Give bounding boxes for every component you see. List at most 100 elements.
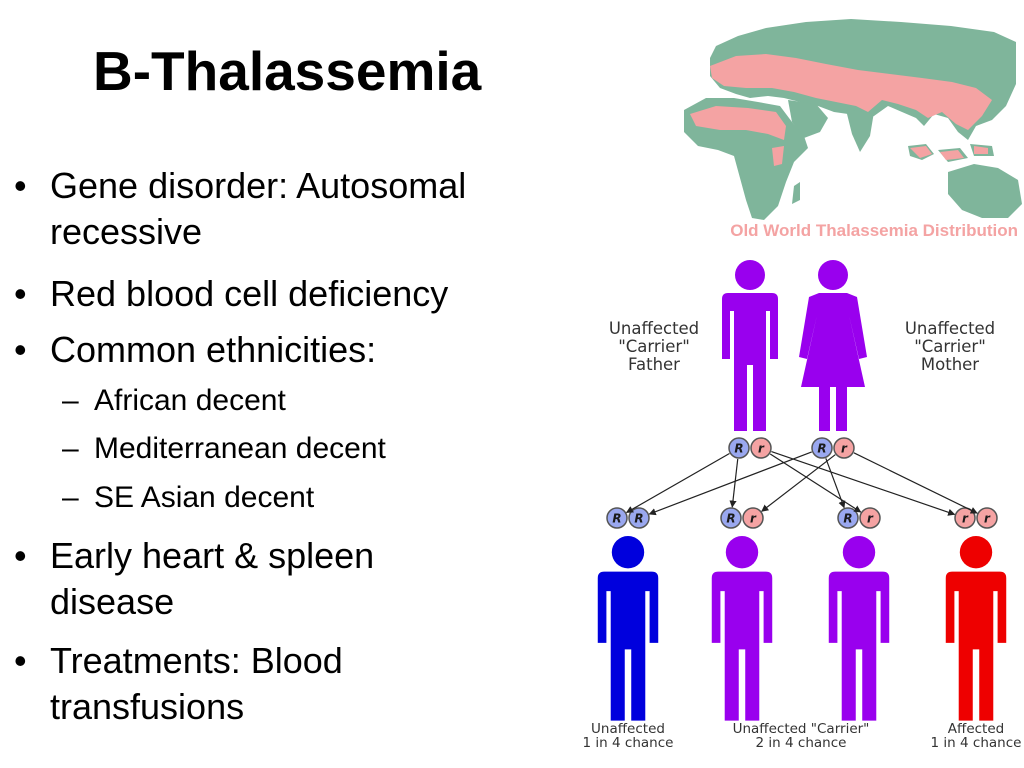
- person-body: [799, 293, 867, 431]
- bullet-text: SE Asian decent: [94, 481, 315, 514]
- person-head: [611, 536, 645, 569]
- bullet-text: African decent: [94, 384, 286, 417]
- bullet-item: • Common ethnicities:: [14, 327, 377, 373]
- outcome-caption: Affected: [948, 721, 1004, 737]
- person-body: [828, 571, 890, 721]
- arabia-landmass: [788, 100, 828, 138]
- inheritance-arrow: [761, 454, 836, 512]
- allele-label: R: [734, 442, 743, 456]
- allele-label: r: [867, 512, 874, 526]
- bullet-text: recessive: [50, 211, 203, 252]
- mother-caption: Unaffected: [905, 319, 995, 338]
- bullet-text: transfusions: [50, 686, 245, 727]
- sub-bullet-item: –SE Asian decent: [62, 479, 315, 517]
- allele-circle-r: [833, 437, 855, 459]
- parent-figure-father: [722, 260, 778, 431]
- allele-circle-r: [750, 437, 772, 459]
- bullet-text: Mediterranean decent: [94, 432, 386, 465]
- outcome-caption: Unaffected: [591, 721, 665, 737]
- madagascar-landmass: [792, 182, 800, 204]
- bullet-marker: •: [14, 165, 27, 206]
- inheritance-arrow: [853, 452, 978, 514]
- allele-circle-r: [976, 507, 998, 529]
- allele-label: r: [750, 512, 757, 526]
- bullet-item: • Early heart & spleen disease: [14, 533, 375, 625]
- allele-circle-R: [628, 507, 650, 529]
- bullet-item: • Red blood cell deficiency: [14, 271, 449, 317]
- person-head: [735, 260, 765, 290]
- bullet-marker: •: [14, 535, 27, 576]
- allele-circle-r: [859, 507, 881, 529]
- child-figure: [711, 536, 773, 721]
- person-head: [842, 536, 876, 569]
- allele-circle-R: [837, 507, 859, 529]
- child-figure: [597, 536, 659, 721]
- bullet-text: Red blood cell deficiency: [50, 273, 449, 314]
- inheritance-arrow: [769, 453, 862, 513]
- bullet-text: Gene disorder: Autosomal: [50, 165, 467, 206]
- person-body: [722, 293, 778, 431]
- person-body: [711, 571, 773, 721]
- inheritance-arrow: [648, 451, 812, 516]
- dash-marker: –: [62, 432, 79, 465]
- outcome-caption: 1 in 4 chance: [583, 735, 674, 751]
- outcome-caption: 1 in 4 chance: [931, 735, 1022, 751]
- outcome-caption: 2 in 4 chance: [756, 735, 847, 751]
- father-caption: Father: [628, 355, 680, 374]
- bullet-item: • Gene disorder: Autosomal recessive: [14, 163, 467, 255]
- thalassemia-region-africa-east: [772, 146, 784, 166]
- australia-landmass: [948, 164, 1022, 218]
- map-caption: Old World Thalassemia Distribution: [730, 221, 1018, 240]
- allele-label: r: [841, 442, 848, 456]
- bullet-marker: •: [14, 273, 27, 314]
- person-head: [818, 260, 848, 290]
- parent-figure-mother: [799, 260, 867, 431]
- father-caption: Unaffected: [609, 319, 699, 338]
- allele-label: R: [612, 512, 621, 526]
- dash-marker: –: [62, 481, 79, 514]
- thalassemia-distribution-map: Old World Thalassemia Distribution: [684, 19, 1022, 240]
- allele-label: R: [817, 442, 826, 456]
- person-body: [945, 571, 1007, 721]
- allele-label: R: [634, 512, 643, 526]
- person-body: [597, 571, 659, 721]
- allele-circle-R: [606, 507, 628, 529]
- father-caption: "Carrier": [618, 337, 690, 356]
- allele-circle-R: [720, 507, 742, 529]
- thalassemia-region-seasia: [910, 146, 988, 160]
- mother-caption: Mother: [921, 355, 979, 374]
- allele-circle-R: [811, 437, 833, 459]
- child-figure: [828, 536, 890, 721]
- person-head: [725, 536, 759, 569]
- allele-label: R: [726, 512, 735, 526]
- allele-circle-r: [742, 507, 764, 529]
- thalassemia-region: [710, 54, 992, 130]
- bullet-marker: •: [14, 329, 27, 370]
- allele-label: r: [984, 512, 991, 526]
- slide-title: B-Thalassemia: [93, 40, 482, 102]
- india-landmass: [846, 110, 874, 152]
- dash-marker: –: [62, 384, 79, 417]
- bullet-text: disease: [50, 581, 175, 622]
- sub-bullet-item: –African decent: [62, 382, 286, 420]
- bullet-list: • Gene disorder: Autosomal recessive • Red b…: [0, 0, 466, 727]
- child-figure: [945, 536, 1007, 721]
- bullet-text: Early heart & spleen: [50, 535, 375, 576]
- inheritance-arrow: [625, 452, 730, 514]
- inheritance-arrow: [771, 451, 956, 516]
- thalassemia-region-africa: [690, 106, 786, 140]
- bullet-text: Treatments: Blood: [50, 640, 343, 681]
- inheritance-arrow: [729, 458, 739, 508]
- allele-label: r: [758, 442, 765, 456]
- bullet-item: • Treatments: Blood transfusions: [14, 638, 343, 730]
- sub-bullet-item: –Mediterranean decent: [62, 430, 386, 468]
- allele-label: r: [962, 512, 969, 526]
- bullet-text: Common ethnicities:: [50, 329, 377, 370]
- allele-label: R: [843, 512, 852, 526]
- bullet-marker: •: [14, 640, 27, 681]
- allele-circle-R: [728, 437, 750, 459]
- person-head: [959, 536, 993, 569]
- mother-caption: "Carrier": [914, 337, 986, 356]
- outcome-caption: Unaffected "Carrier": [733, 721, 870, 737]
